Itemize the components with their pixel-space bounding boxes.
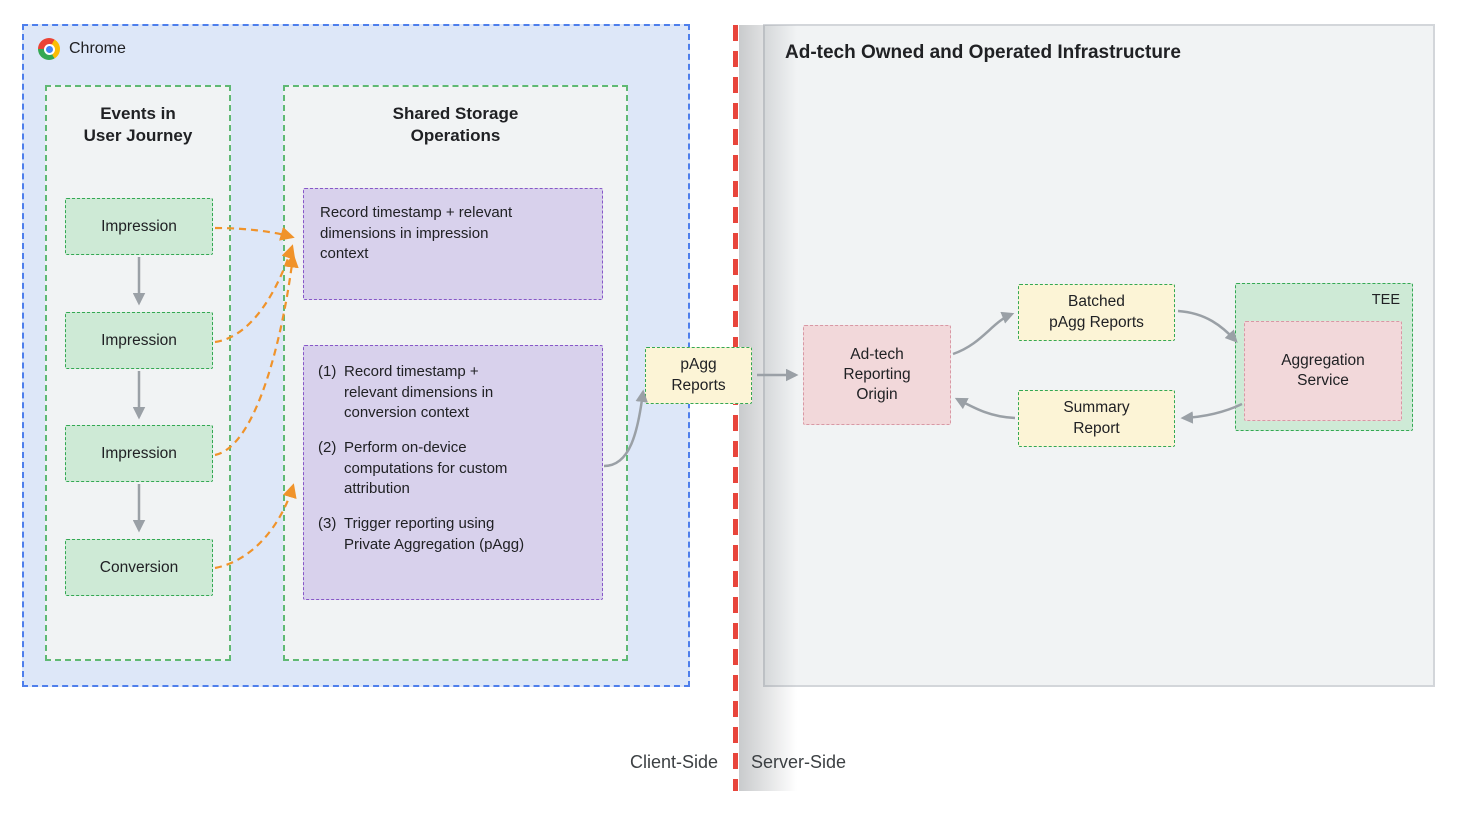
events-panel-title: Events in User Journey [83, 104, 193, 146]
server-side-label: Server-Side [751, 752, 847, 772]
client-side-label: Client-Side [629, 752, 718, 772]
chrome-client-container: Chrome Events in User Journey Impression… [22, 24, 690, 687]
event-impression-3: Impression [65, 425, 213, 482]
impression-operation-text: Record timestamp + relevant dimensions i… [320, 204, 513, 263]
tee-label: TEE [1371, 292, 1400, 308]
step-number: (2) [318, 439, 337, 457]
adtech-reporting-origin-box: Ad-tech Reporting Origin [803, 325, 951, 425]
step-text: Record timestamp + relevant dimensions i… [344, 363, 494, 422]
step-text: Trigger reporting using Private Aggregat… [344, 515, 525, 553]
event-impression-2: Impression [65, 312, 213, 369]
conversion-operation-step-2: (2) Perform on-device computations for c… [318, 438, 588, 500]
conversion-context-operation-box: (1) Record timestamp + relevant dimensio… [303, 345, 603, 600]
events-panel: Events in User Journey Impression Impres… [45, 85, 231, 661]
conversion-operation-step-3: (3) Trigger reporting using Private Aggr… [318, 514, 588, 555]
step-text: Perform on-device computations for custo… [344, 439, 508, 498]
chrome-label: Chrome [69, 40, 126, 57]
adtech-infrastructure-container: Ad-tech Owned and Operated Infrastructur… [763, 24, 1435, 687]
pagg-reports-box: pAgg Reports [645, 347, 752, 404]
shared-storage-panel: Shared Storage Operations Record timesta… [283, 85, 628, 661]
summary-report-label: Summary Report [1063, 399, 1130, 437]
conversion-operation-step-1: (1) Record timestamp + relevant dimensio… [318, 362, 588, 424]
pagg-reports-label: pAgg Reports [671, 356, 726, 394]
event-conversion: Conversion [65, 539, 213, 596]
step-number: (3) [318, 515, 337, 533]
step-number: (1) [318, 363, 337, 380]
chrome-logo-icon [38, 38, 60, 60]
adtech-reporting-origin-label: Ad-tech Reporting Origin [843, 345, 911, 404]
aggregation-service-box: Aggregation Service [1244, 321, 1402, 421]
adtech-infrastructure-title: Ad-tech Owned and Operated Infrastructur… [785, 42, 1181, 63]
impression-context-operation-box: Record timestamp + relevant dimensions i… [303, 188, 603, 300]
aggregation-service-label: Aggregation Service [1281, 351, 1365, 389]
tee-container: TEE Aggregation Service [1235, 283, 1413, 431]
chrome-header: Chrome [38, 38, 126, 60]
summary-report-box: Summary Report [1018, 390, 1175, 447]
event-impression-1: Impression [65, 198, 213, 255]
batched-pagg-reports-box: Batched pAgg Reports [1018, 284, 1175, 341]
batched-pagg-reports-label: Batched pAgg Reports [1049, 293, 1144, 331]
divider-shadow-gradient [739, 25, 797, 791]
shared-storage-panel-title: Shared Storage Operations [392, 104, 519, 146]
client-server-divider-line [733, 25, 738, 791]
